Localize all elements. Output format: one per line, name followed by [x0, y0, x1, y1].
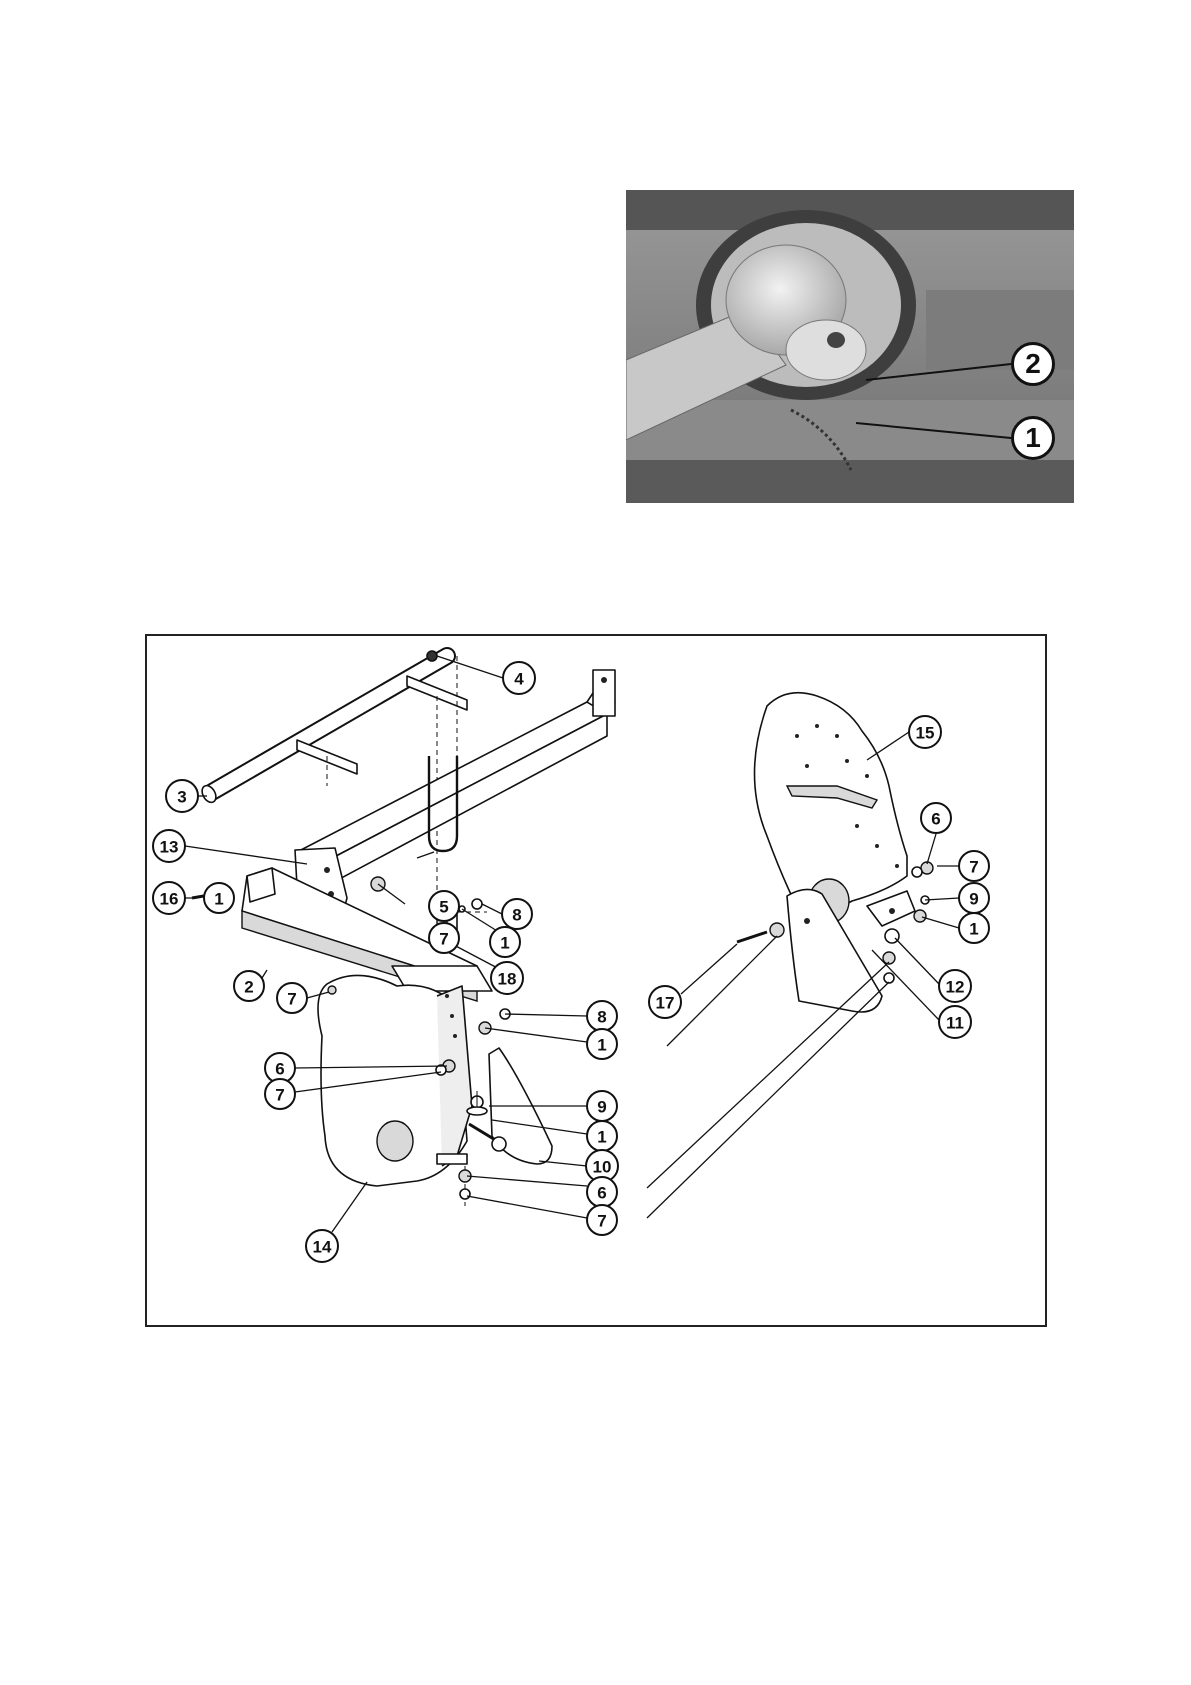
callout-9-a: 9: [959, 883, 989, 913]
callout-7-c-label: 7: [969, 858, 978, 877]
callout-5-label: 5: [439, 898, 448, 917]
callout-14-label: 14: [313, 1238, 332, 1257]
callout-3-label: 3: [177, 788, 186, 807]
callout-6-b-label: 6: [275, 1060, 284, 1079]
callout-4-label: 4: [514, 670, 524, 689]
callout-6-c: 6: [587, 1177, 617, 1207]
callout-18: 18: [491, 962, 523, 994]
callout-13: 13: [153, 830, 185, 862]
callout-7-e: 7: [587, 1205, 617, 1235]
callout-18-label: 18: [498, 970, 517, 989]
callout-11-label: 11: [946, 1014, 964, 1033]
callout-8-a-label: 8: [512, 906, 521, 925]
callout-8-a: 8: [502, 899, 532, 929]
callout-7-a-label: 7: [439, 930, 448, 949]
part-3-bracket-lower: [297, 740, 357, 786]
callout-13-label: 13: [160, 838, 179, 857]
callout-1-c: 1: [959, 913, 989, 943]
callout-16-label: 16: [160, 890, 179, 909]
diagram-drawing: 4 3 13 16 1 5 7 8: [147, 636, 1045, 1325]
callout-11: 11: [939, 1006, 971, 1038]
callout-6-c-label: 6: [597, 1184, 606, 1203]
callout-14: 14: [306, 1230, 338, 1262]
callout-5: 5: [429, 891, 459, 921]
callout-1-c-label: 1: [969, 920, 978, 939]
callout-1-b-label: 1: [500, 934, 509, 953]
callout-3: 3: [166, 780, 198, 812]
callout-12: 12: [939, 970, 971, 1002]
callout-9-b: 9: [587, 1091, 617, 1121]
callout-7-a: 7: [429, 923, 459, 953]
callout-2: 2: [234, 971, 264, 1001]
callout-1-a-label: 1: [214, 890, 223, 909]
callout-15-label: 15: [916, 724, 935, 743]
callout-16: 16: [153, 882, 185, 914]
callout-4: 4: [503, 662, 535, 694]
part-15-right-shield: [755, 693, 916, 936]
callout-17: 17: [649, 986, 681, 1018]
exploded-parts-diagram: 4 3 13 16 1 5 7 8: [145, 634, 1047, 1327]
callout-12-label: 12: [946, 978, 965, 997]
callout-1-a: 1: [204, 883, 234, 913]
callout-7-b-label: 7: [287, 990, 296, 1009]
callout-1-d: 1: [587, 1029, 617, 1059]
callout-9-b-label: 9: [597, 1098, 606, 1117]
callout-17-label: 17: [656, 994, 675, 1013]
callout-7-b: 7: [277, 983, 307, 1013]
callout-1-e: 1: [587, 1121, 617, 1151]
callout-7-e-label: 7: [597, 1212, 606, 1231]
callout-9-a-label: 9: [969, 890, 978, 909]
callout-6-a: 6: [921, 803, 951, 833]
callout-8-b: 8: [587, 1001, 617, 1031]
driveshaft-guard-photo: 2 1: [626, 190, 1074, 503]
photo-drawing: [626, 190, 1074, 503]
callout-10-label: 10: [593, 1158, 612, 1177]
callout-7-c: 7: [959, 851, 989, 881]
part-14-left-shield: [318, 975, 472, 1186]
photo-callout-1: 1: [1011, 416, 1055, 460]
callout-1-b: 1: [490, 927, 520, 957]
callout-1-d-label: 1: [597, 1036, 606, 1055]
callout-1-e-label: 1: [597, 1128, 606, 1147]
callout-2-label: 2: [244, 978, 253, 997]
callout-15: 15: [909, 716, 941, 748]
callout-8-b-label: 8: [597, 1008, 606, 1027]
callout-7-d: 7: [265, 1079, 295, 1109]
callout-7-d-label: 7: [275, 1086, 284, 1105]
callout-6-a-label: 6: [931, 810, 940, 829]
photo-callout-2: 2: [1011, 342, 1055, 386]
